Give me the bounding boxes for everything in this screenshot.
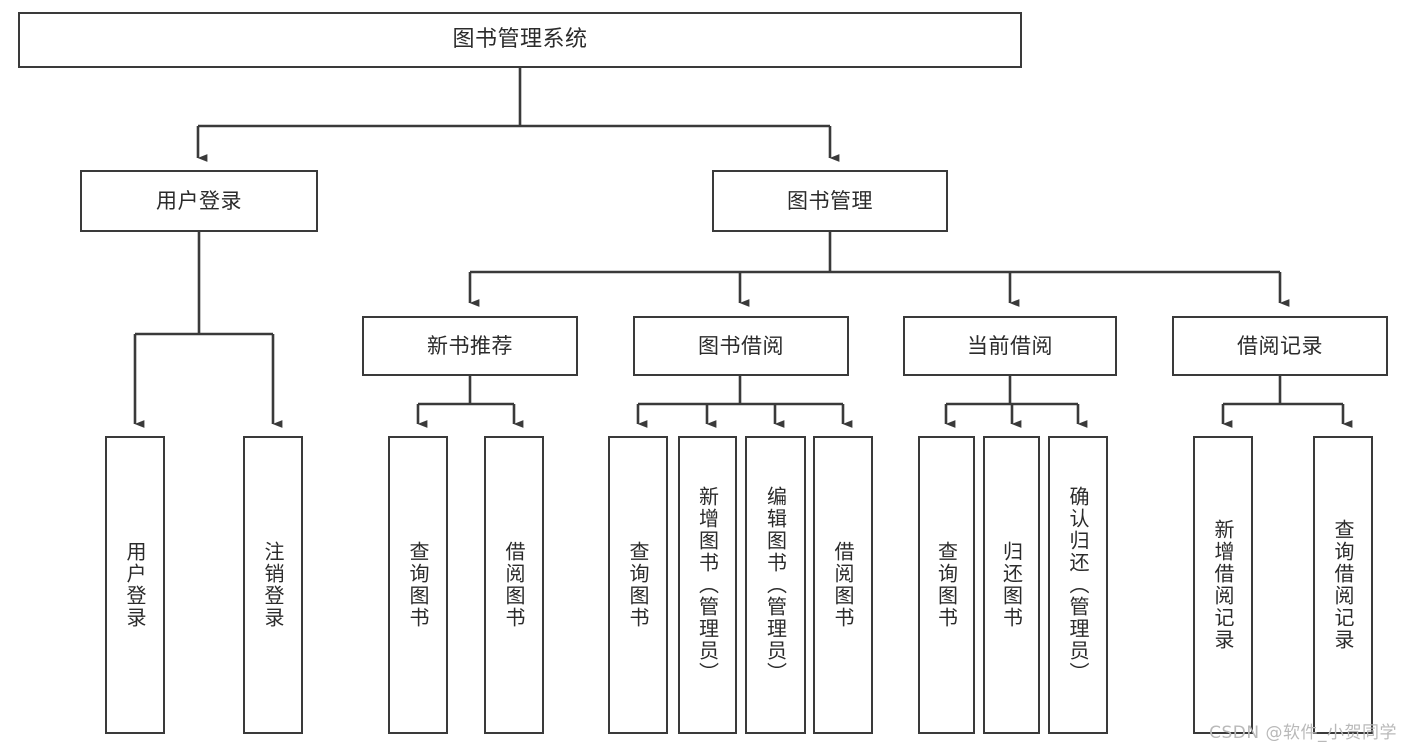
leaf-user-login-login[interactable]: 用户登录 bbox=[105, 436, 165, 734]
node-label: 新增图书（管理员） bbox=[695, 486, 720, 684]
leaf-borrow-borrow-book[interactable]: 借阅图书 bbox=[813, 436, 873, 734]
node-label: 用户登录 bbox=[156, 188, 242, 213]
node-label: 用户登录 bbox=[123, 541, 147, 629]
node-label: 注销登录 bbox=[261, 541, 285, 629]
leaf-borrow-query-book[interactable]: 查询图书 bbox=[608, 436, 668, 734]
node-label: 查询借阅记录 bbox=[1331, 519, 1355, 651]
node-label: 借阅图书 bbox=[502, 541, 526, 629]
node-label: 借阅图书 bbox=[831, 541, 855, 629]
node-borrow-record[interactable]: 借阅记录 bbox=[1172, 316, 1388, 376]
node-label: 查询图书 bbox=[934, 541, 959, 629]
node-label: 新书推荐 bbox=[427, 333, 513, 358]
leaf-borrow-edit-book-admin[interactable]: 编辑图书（管理员） bbox=[745, 436, 806, 734]
leaf-record-add-record[interactable]: 新增借阅记录 bbox=[1193, 436, 1253, 734]
leaf-current-confirm-return-admin[interactable]: 确认归还（管理员） bbox=[1048, 436, 1108, 734]
leaf-user-login-logout[interactable]: 注销登录 bbox=[243, 436, 303, 734]
leaf-current-return-book[interactable]: 归还图书 bbox=[983, 436, 1040, 734]
node-label: 新增借阅记录 bbox=[1211, 519, 1235, 651]
node-label: 图书管理 bbox=[787, 188, 873, 213]
leaf-new-book-borrow[interactable]: 借阅图书 bbox=[484, 436, 544, 734]
node-root-system[interactable]: 图书管理系统 bbox=[18, 12, 1022, 68]
node-book-management[interactable]: 图书管理 bbox=[712, 170, 948, 232]
node-current-borrow[interactable]: 当前借阅 bbox=[903, 316, 1117, 376]
node-new-book-recommend[interactable]: 新书推荐 bbox=[362, 316, 578, 376]
leaf-current-query-book[interactable]: 查询图书 bbox=[918, 436, 975, 734]
node-label: 当前借阅 bbox=[967, 333, 1053, 358]
node-label: 编辑图书（管理员） bbox=[763, 486, 788, 684]
leaf-borrow-add-book-admin[interactable]: 新增图书（管理员） bbox=[678, 436, 737, 734]
node-label: 借阅记录 bbox=[1237, 333, 1323, 358]
node-label: 确认归还（管理员） bbox=[1066, 486, 1090, 684]
node-label: 归还图书 bbox=[999, 541, 1024, 629]
node-label: 查询图书 bbox=[626, 541, 650, 629]
leaf-new-book-query[interactable]: 查询图书 bbox=[388, 436, 448, 734]
node-label: 图书借阅 bbox=[698, 333, 784, 358]
leaf-record-query-record[interactable]: 查询借阅记录 bbox=[1313, 436, 1373, 734]
node-label: 图书管理系统 bbox=[452, 27, 588, 53]
csdn-watermark: CSDN @软件_小贺同学 bbox=[1209, 723, 1397, 743]
node-book-borrow[interactable]: 图书借阅 bbox=[633, 316, 849, 376]
node-label: 查询图书 bbox=[406, 541, 430, 629]
node-user-login[interactable]: 用户登录 bbox=[80, 170, 318, 232]
